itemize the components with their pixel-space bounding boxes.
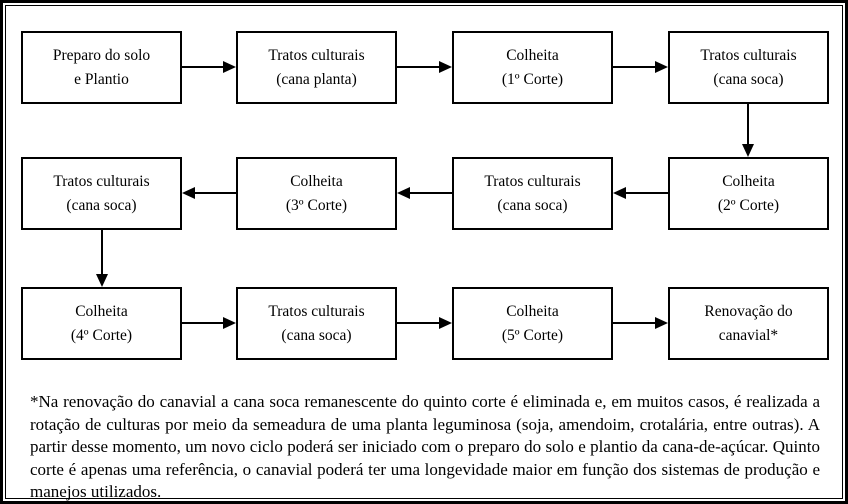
arrow-shaft xyxy=(191,192,236,194)
flow-box-label: Renovação do canavial* xyxy=(704,303,793,344)
arrow-left-icon xyxy=(397,187,452,199)
arrow-head xyxy=(439,317,452,329)
arrow-shaft xyxy=(613,322,659,324)
arrow-head xyxy=(223,317,236,329)
arrow-head xyxy=(223,61,236,73)
flow-box-label: Tratos culturais (cana soca) xyxy=(700,47,797,88)
arrow-right-icon xyxy=(613,317,668,329)
arrow-right-icon xyxy=(397,317,452,329)
footnote-text: *Na renovação do canavial a cana soca re… xyxy=(30,392,820,501)
flow-box-preparo-do-solo: Preparo do solo e Plantio xyxy=(21,31,182,104)
flow-box-label: Colheita (2º Corte) xyxy=(717,173,780,214)
flow-box-colheita-2: Colheita (2º Corte) xyxy=(668,157,829,230)
arrow-right-icon xyxy=(397,61,452,73)
flow-box-label: Preparo do solo e Plantio xyxy=(52,47,151,88)
flow-box-tratos-cana-soca-3: Tratos culturais (cana soca) xyxy=(21,157,182,230)
arrow-head xyxy=(439,61,452,73)
arrow-head xyxy=(182,187,195,199)
arrow-shaft xyxy=(397,66,443,68)
arrow-shaft xyxy=(747,104,749,148)
arrow-right-icon xyxy=(182,317,236,329)
flow-box-colheita-4: Colheita (4º Corte) xyxy=(21,287,182,360)
arrow-shaft xyxy=(397,322,443,324)
arrow-shaft xyxy=(182,322,227,324)
arrow-head xyxy=(96,274,108,287)
flow-box-label: Tratos culturais (cana planta) xyxy=(268,47,365,88)
arrow-head xyxy=(655,317,668,329)
flow-box-tratos-cana-planta: Tratos culturais (cana planta) xyxy=(236,31,397,104)
arrow-head xyxy=(655,61,668,73)
arrow-left-icon xyxy=(182,187,236,199)
arrow-shaft xyxy=(613,66,659,68)
arrow-down-icon xyxy=(742,104,754,157)
arrow-shaft xyxy=(406,192,452,194)
flow-box-label: Colheita (1º Corte) xyxy=(501,47,564,88)
flow-box-tratos-cana-soca-1: Tratos culturais (cana soca) xyxy=(668,31,829,104)
arrow-shaft xyxy=(622,192,668,194)
flow-box-label: Tratos culturais (cana soca) xyxy=(268,303,365,344)
flow-box-label: Tratos culturais (cana soca) xyxy=(484,173,581,214)
flow-box-label: Colheita (3º Corte) xyxy=(285,173,348,214)
flow-box-colheita-5: Colheita (5º Corte) xyxy=(452,287,613,360)
arrow-down-icon xyxy=(96,230,108,287)
flow-box-label: Tratos culturais (cana soca) xyxy=(53,173,150,214)
inner-frame: Preparo do solo e Plantio Tratos cultura… xyxy=(5,5,843,501)
arrow-shaft xyxy=(101,230,103,278)
arrow-head xyxy=(742,144,754,157)
flow-box-colheita-3: Colheita (3º Corte) xyxy=(236,157,397,230)
arrow-head xyxy=(613,187,626,199)
arrow-right-icon xyxy=(613,61,668,73)
arrow-right-icon xyxy=(182,61,236,73)
flow-box-tratos-cana-soca-2: Tratos culturais (cana soca) xyxy=(452,157,613,230)
arrow-head xyxy=(397,187,410,199)
flow-box-label: Colheita (4º Corte) xyxy=(70,303,133,344)
flow-box-renovacao-canavial: Renovação do canavial* xyxy=(668,287,829,360)
flow-box-colheita-1: Colheita (1º Corte) xyxy=(452,31,613,104)
flow-box-label: Colheita (5º Corte) xyxy=(501,303,564,344)
arrow-shaft xyxy=(182,66,227,68)
arrow-left-icon xyxy=(613,187,668,199)
flow-box-tratos-cana-soca-4: Tratos culturais (cana soca) xyxy=(236,287,397,360)
